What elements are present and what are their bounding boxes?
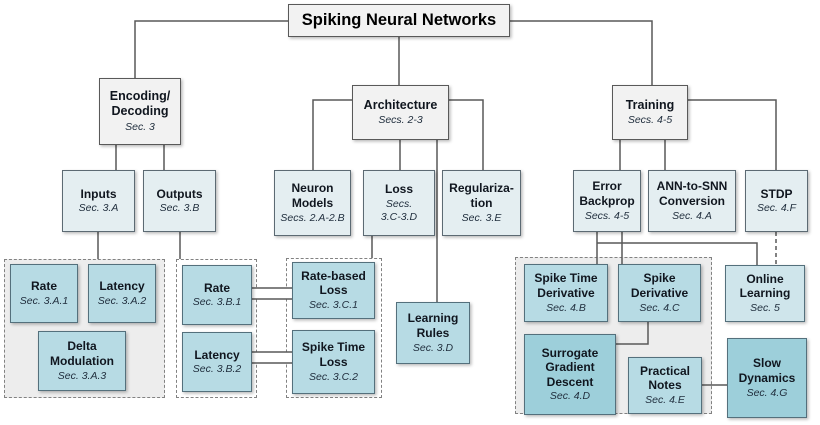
- node-outputs: Outputs Sec. 3.B: [143, 170, 216, 232]
- node-stdp: STDP Sec. 4.F: [745, 170, 808, 232]
- node-spike-time-derivative-sec: Sec. 4.B: [546, 301, 586, 314]
- node-outputs-label: Outputs: [156, 186, 203, 201]
- node-rate-output-sec: Sec. 3.B.1: [192, 296, 242, 309]
- node-neuron-models-sec: Secs. 2.A-2.B: [280, 211, 345, 224]
- node-regularization-sec: Sec. 3.E: [461, 211, 502, 224]
- node-latency-input-sec: Sec. 3.A.2: [97, 294, 147, 307]
- node-regularization-label: Regulariza- tion: [449, 181, 514, 210]
- node-latency-output-sec: Sec. 3.B.2: [192, 363, 242, 376]
- node-latency-input-label: Latency: [99, 279, 145, 294]
- node-loss-sec: Secs. 3.C-3.D: [380, 197, 418, 223]
- node-spiking-neural-networks-label: Spiking Neural Networks: [301, 11, 497, 30]
- node-spike-time-loss-label: Spike Time Loss: [301, 340, 366, 369]
- node-encoding-decoding-label: Encoding/ Decoding: [109, 89, 171, 119]
- node-ann-to-snn-sec: Sec. 4.A: [672, 209, 712, 222]
- node-encoding-decoding: Encoding/ Decoding Sec. 3: [99, 78, 181, 145]
- node-rate-input-label: Rate: [30, 279, 57, 294]
- node-stdp-label: STDP: [760, 186, 793, 201]
- node-inputs-sec: Sec. 3.A: [78, 202, 119, 215]
- node-online-learning-sec: Sec. 5: [750, 302, 780, 315]
- node-outputs-sec: Sec. 3.B: [159, 202, 200, 215]
- node-spike-derivative: Spike Derivative Sec. 4.C: [618, 264, 701, 322]
- node-online-learning: Online Learning Sec. 5: [725, 265, 805, 322]
- node-loss-label: Loss: [384, 182, 413, 197]
- node-architecture-sec: Secs. 2-3: [378, 114, 423, 127]
- node-training: Training Secs. 4-5: [612, 85, 688, 140]
- node-learning-rules-sec: Sec. 3.D: [412, 341, 454, 354]
- node-training-label: Training: [625, 97, 675, 112]
- node-rate-based-loss-label: Rate-based Loss: [301, 268, 366, 298]
- node-delta-modulation: Delta Modulation Sec. 3.A.3: [38, 331, 126, 391]
- node-spiking-neural-networks: Spiking Neural Networks: [288, 4, 510, 37]
- node-online-learning-label: Online Learning: [739, 271, 791, 301]
- node-slow-dynamics: Slow Dynamics Sec. 4.G: [727, 338, 807, 418]
- node-architecture: Architecture Secs. 2-3: [352, 85, 449, 140]
- node-inputs-label: Inputs: [80, 186, 117, 201]
- node-rate-output: Rate Sec. 3.B.1: [182, 265, 252, 325]
- node-encoding-decoding-sec: Sec. 3: [125, 120, 155, 133]
- node-slow-dynamics-sec: Sec. 4.G: [746, 386, 788, 399]
- node-delta-modulation-label: Delta Modulation: [50, 339, 114, 368]
- node-ann-to-snn-label: ANN-to-SNN Conversion: [656, 179, 728, 208]
- node-spike-derivative-sec: Sec. 4.C: [639, 301, 680, 314]
- node-error-backprop-sec: Secs. 4-5: [584, 209, 630, 222]
- node-rate-input-sec: Sec. 3.A.1: [19, 294, 69, 307]
- node-slow-dynamics-label: Slow Dynamics: [738, 356, 796, 385]
- node-neuron-models-label: Neuron Models: [291, 181, 334, 210]
- node-training-sec: Secs. 4-5: [627, 114, 673, 127]
- node-architecture-label: Architecture: [363, 97, 438, 112]
- node-latency-input: Latency Sec. 3.A.2: [88, 264, 156, 323]
- node-spike-time-derivative: Spike Time Derivative Sec. 4.B: [524, 264, 608, 322]
- node-spike-derivative-label: Spike Derivative: [630, 271, 689, 300]
- node-surrogate-gradient-descent: Surrogate Gradient Descent Sec. 4.D: [524, 334, 616, 415]
- node-inputs: Inputs Sec. 3.A: [62, 170, 135, 232]
- node-ann-to-snn-conversion: ANN-to-SNN Conversion Sec. 4.A: [648, 170, 736, 232]
- node-spike-time-loss-sec: Sec. 3.C.2: [308, 370, 359, 383]
- node-stdp-sec: Sec. 4.F: [756, 202, 797, 215]
- node-practical-notes-sec: Sec. 4.E: [645, 394, 685, 407]
- node-rate-based-loss: Rate-based Loss Sec. 3.C.1: [292, 262, 375, 319]
- node-practical-notes: Practical Notes Sec. 4.E: [628, 357, 702, 414]
- node-loss: Loss Secs. 3.C-3.D: [363, 170, 435, 236]
- node-surrogate-gradient-descent-sec: Sec. 4.D: [549, 390, 591, 403]
- node-error-backprop-label: Error Backprop: [579, 179, 635, 208]
- node-rate-based-loss-sec: Sec. 3.C.1: [308, 299, 359, 312]
- node-regularization: Regulariza- tion Sec. 3.E: [442, 170, 521, 236]
- node-neuron-models: Neuron Models Secs. 2.A-2.B: [274, 170, 351, 236]
- node-rate-output-label: Rate: [203, 280, 230, 295]
- node-spike-time-derivative-label: Spike Time Derivative: [534, 271, 598, 300]
- node-latency-output-label: Latency: [194, 347, 240, 362]
- node-rate-input: Rate Sec. 3.A.1: [10, 264, 78, 323]
- node-learning-rules: Learning Rules Sec. 3.D: [396, 302, 470, 364]
- node-error-backprop: Error Backprop Secs. 4-5: [573, 170, 641, 232]
- node-delta-modulation-sec: Sec. 3.A.3: [57, 369, 107, 382]
- node-learning-rules-label: Learning Rules: [407, 311, 459, 340]
- node-latency-output: Latency Sec. 3.B.2: [182, 332, 252, 392]
- node-surrogate-gradient-descent-label: Surrogate Gradient Descent: [541, 345, 599, 389]
- node-practical-notes-label: Practical Notes: [639, 363, 691, 393]
- node-spike-time-loss: Spike Time Loss Sec. 3.C.2: [292, 330, 375, 394]
